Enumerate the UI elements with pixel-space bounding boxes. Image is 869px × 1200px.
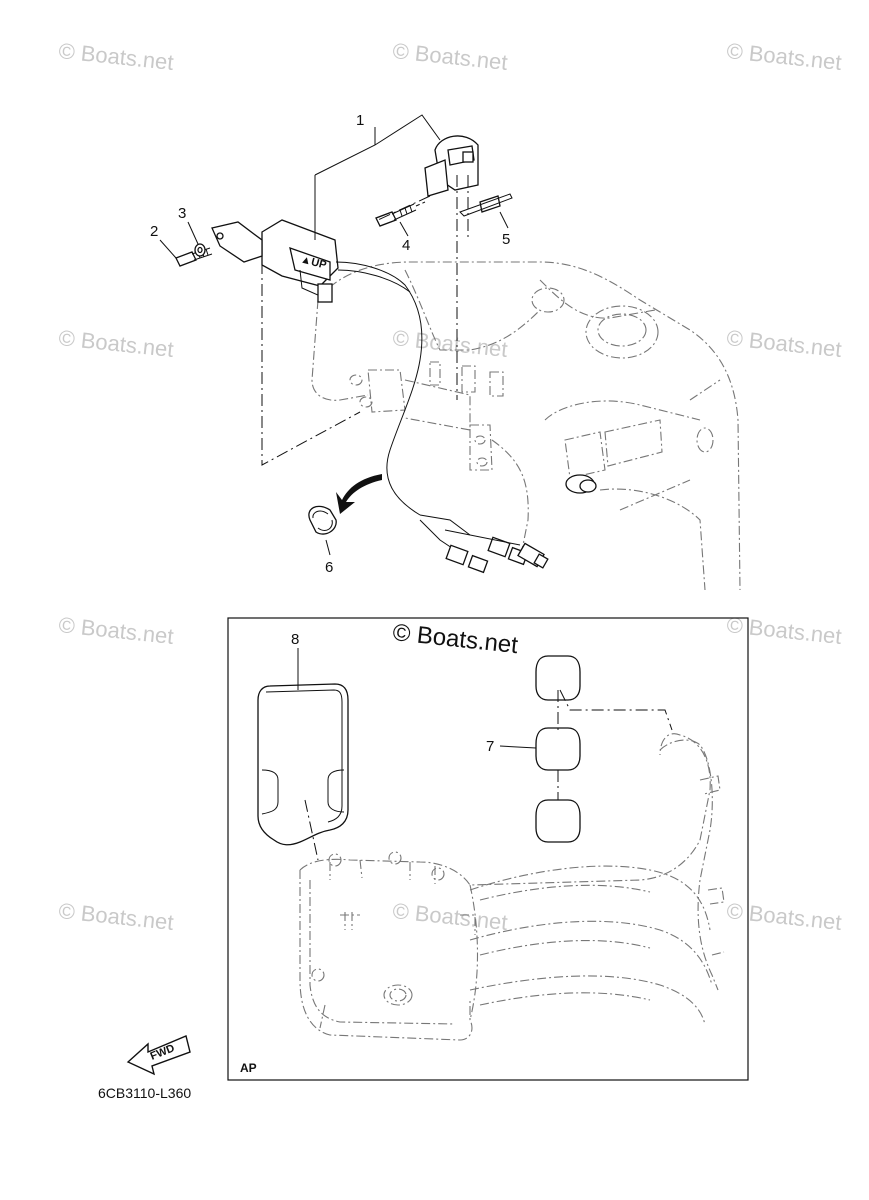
part-7-seal-set[interactable]: 7 bbox=[486, 655, 673, 843]
intake-manifold-outline bbox=[299, 733, 725, 1041]
inset-label: AP bbox=[240, 1061, 257, 1075]
part-5-pin[interactable]: 5 bbox=[459, 193, 513, 248]
watermark: © Boats.net bbox=[725, 38, 842, 75]
watermark: © Boats.net bbox=[57, 898, 174, 935]
watermark: © Boats.net bbox=[725, 898, 842, 935]
callout-number: 2 bbox=[150, 223, 158, 240]
callout-number: 1 bbox=[356, 112, 364, 129]
callout-number: 3 bbox=[178, 205, 186, 222]
callout-number: 5 bbox=[502, 231, 510, 248]
forward-arrow[interactable]: FWD bbox=[126, 1035, 191, 1076]
part-6-clamp[interactable]: 6 bbox=[308, 505, 337, 576]
assembly-guide-lines bbox=[261, 175, 469, 466]
callout-1: 1 bbox=[314, 112, 441, 240]
watermark: © Boats.net bbox=[391, 38, 508, 75]
engine-block-outline bbox=[311, 261, 741, 591]
part-1-sensor-assembly[interactable]: ▲UP bbox=[211, 135, 549, 574]
part-8-gasket[interactable]: 8 bbox=[257, 631, 349, 861]
part-3-washer[interactable]: 3 bbox=[178, 205, 206, 257]
inset-frame bbox=[227, 617, 749, 1081]
watermark: © Boats.net bbox=[57, 38, 174, 75]
center-watermark: © Boats.net bbox=[391, 619, 519, 659]
watermark: © Boats.net bbox=[57, 612, 174, 649]
watermark: © Boats.net bbox=[391, 898, 508, 935]
callout-number: 4 bbox=[402, 237, 410, 254]
watermark: © Boats.net bbox=[391, 325, 508, 362]
callout-number: 8 bbox=[291, 631, 299, 648]
diagram-code: 6CB3110-L360 bbox=[98, 1085, 192, 1101]
watermark: © Boats.net bbox=[57, 325, 174, 362]
callout-number: 7 bbox=[486, 738, 494, 755]
direction-arrow bbox=[336, 474, 382, 514]
watermark: © Boats.net bbox=[725, 325, 842, 362]
callout-number: 6 bbox=[325, 559, 333, 576]
part-2-bolt[interactable]: 2 bbox=[150, 223, 213, 267]
